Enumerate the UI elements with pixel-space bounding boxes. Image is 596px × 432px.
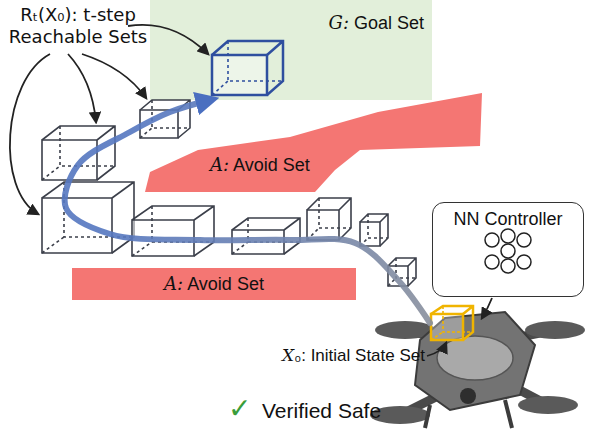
- cube-edge: [132, 206, 214, 256]
- reachable-sets-label: Rₜ(X₀): t-step Reachable Sets: [6, 4, 150, 48]
- neuron: [517, 255, 531, 269]
- cube-face: [42, 140, 97, 180]
- drone: [370, 312, 585, 428]
- cube-face: [42, 198, 112, 253]
- cube-hidden-edge: [132, 206, 214, 256]
- cube-hidden-edge: [307, 198, 351, 240]
- avoid-set: A: Avoid Set: [140, 92, 485, 194]
- cube-face: [140, 110, 178, 138]
- neuron: [517, 233, 531, 247]
- drone-leg: [425, 400, 512, 428]
- drone-body: [415, 312, 535, 410]
- cube-hidden-edge: [360, 214, 388, 246]
- drone-arm: [400, 330, 555, 415]
- cube-edge: [212, 41, 283, 95]
- avoid-set: A: Avoid Set: [72, 268, 356, 300]
- leader-arrow: [427, 343, 446, 356]
- drone-rotor: [525, 321, 585, 339]
- reachable-set-cubes: [42, 100, 416, 286]
- drone-camera: [460, 388, 476, 404]
- cube-hidden-edge: [42, 126, 115, 180]
- cube-edge: [307, 198, 351, 240]
- node-label: X₀: Initial State Set: [282, 345, 425, 366]
- initial-set-cube: [430, 305, 474, 341]
- check-mark: ✓: [228, 392, 251, 426]
- node-label: A: Avoid Set: [72, 273, 356, 296]
- cube-edge: [42, 126, 115, 180]
- nn-icon: [485, 229, 531, 273]
- neuron: [485, 233, 499, 247]
- cube-edge: [232, 218, 300, 254]
- cube: [431, 306, 473, 340]
- trajectory-arrow: [65, 100, 430, 323]
- cube-hidden-edge: [388, 258, 416, 286]
- cube-edge: [388, 258, 416, 286]
- cube-hidden-edge: [212, 41, 283, 95]
- node-label: G: Goal Set: [329, 12, 425, 35]
- cube-hidden-edge: [140, 100, 190, 138]
- cube-face: [132, 220, 194, 256]
- control-arrow: [482, 298, 492, 318]
- node-label: A: Avoid Set: [210, 154, 310, 177]
- cube-edge: [360, 214, 388, 246]
- node-label: NN Controller: [433, 209, 583, 231]
- leader-arrow: [68, 54, 96, 122]
- cube-edge: [42, 182, 134, 253]
- neuron: [501, 244, 515, 258]
- reachable-set-leaders: [10, 25, 208, 214]
- neuron: [501, 229, 515, 243]
- cube-hidden-edge: [42, 182, 134, 253]
- avoid-region-shape: [140, 92, 485, 194]
- avoid-region: [145, 93, 482, 192]
- cube-face: [232, 230, 284, 254]
- verdict-label: Verified Safe: [262, 398, 381, 423]
- neuron: [485, 255, 499, 269]
- goal-set: G: Goal Set: [150, 0, 432, 100]
- cube-hidden-edge: [232, 218, 300, 254]
- cube-face: [360, 222, 380, 246]
- goal-cube: [212, 41, 283, 95]
- neuron: [501, 259, 515, 273]
- drone-rotor: [375, 321, 435, 339]
- drone-plate: [437, 336, 513, 380]
- leader-arrow: [10, 54, 50, 214]
- cube-edge: [140, 100, 190, 138]
- cube-face: [307, 210, 339, 240]
- cube-hidden-edge: [431, 306, 473, 340]
- cube-edge: [431, 306, 473, 340]
- initial-state-set: X₀: Initial State Set: [430, 305, 474, 341]
- drone-rotor: [518, 396, 578, 414]
- cube-face: [388, 266, 408, 286]
- leader-arrow: [82, 54, 146, 98]
- cube-face: [212, 55, 267, 95]
- controller-box: NN Controller: [432, 202, 584, 297]
